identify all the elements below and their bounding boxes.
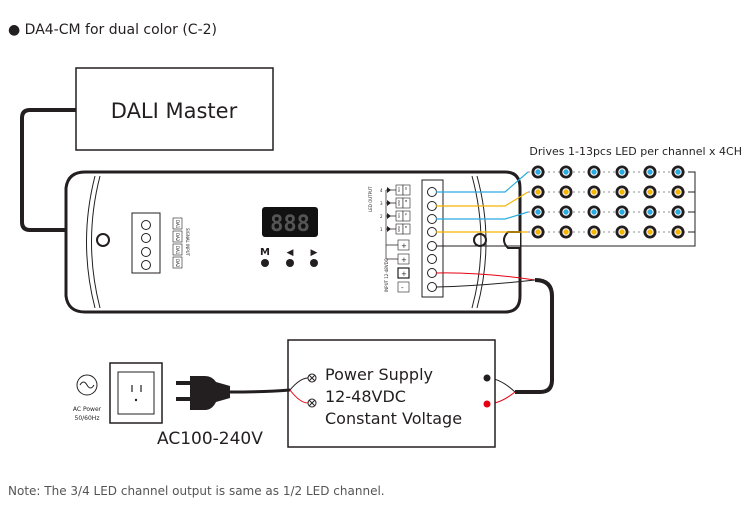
svg-text:W: W [404, 187, 408, 190]
signal-input-label: SIGNAL INPUT [185, 228, 190, 257]
led-lens [562, 188, 570, 196]
led-lens [618, 188, 626, 196]
button-label-right: ▶ [311, 248, 318, 258]
power-supply-line1: Power Supply [325, 365, 433, 384]
dali-bus-cable [20, 108, 80, 232]
dc-plus-terminal [483, 400, 491, 408]
svg-text:+: + [401, 256, 407, 264]
channel-number: 2 [380, 214, 383, 219]
wire-cw-2 [436, 211, 529, 220]
led-lens [534, 228, 542, 236]
svg-text:G: G [404, 213, 408, 216]
led-output-labels: LED OUTPUT 4 3 2 1 CW W WW B CW G WW R +… [368, 184, 411, 293]
led-lens [646, 188, 654, 196]
power-supply-line3: Constant Voltage [325, 409, 462, 428]
ac-voltage-label: AC100-240V [157, 429, 263, 449]
display-value: 888 [270, 212, 310, 237]
led-lens [646, 228, 654, 236]
m-button[interactable] [261, 259, 269, 267]
wire-input-minus [435, 279, 536, 288]
seven-segment-display [262, 207, 318, 237]
power-supply-box [287, 339, 496, 448]
dc-cable [515, 278, 554, 394]
led-lens [674, 228, 682, 236]
led-lens [590, 208, 598, 216]
led-lens [562, 208, 570, 216]
channel-number: 3 [380, 201, 383, 206]
button-label-left: ◀ [287, 248, 294, 258]
ac-frequency-label: 50/60Hz [75, 415, 100, 422]
led-lens [646, 168, 654, 176]
button-label-m: M [260, 247, 270, 258]
right-button[interactable] [310, 259, 318, 267]
led-lens [618, 208, 626, 216]
svg-text:CW: CW [397, 187, 401, 192]
channel-number: 1 [380, 227, 383, 232]
signal-terminal-label: DA1 [175, 246, 180, 255]
ac-terminal-icon [307, 373, 317, 408]
led-lens [534, 168, 542, 176]
mount-hole-left [96, 233, 110, 247]
svg-text:WW: WW [397, 226, 401, 232]
power-supply-line2: 12-48VDC [325, 387, 406, 406]
led-output-label: LED OUTPUT [368, 186, 373, 212]
wire-ww-1 [436, 191, 529, 207]
led-lens [618, 168, 626, 176]
led-lens [562, 228, 570, 236]
signal-terminal-label: DA1 [175, 220, 180, 229]
led-array-label: Drives 1-13pcs LED per channel x 4CH [529, 145, 742, 158]
led-lens [590, 168, 598, 176]
output-terminal-block [421, 179, 444, 298]
signal-terminal-label: DA2 [175, 233, 180, 242]
ac-sine-icon [76, 374, 98, 396]
led-lens [534, 208, 542, 216]
svg-text:+: + [401, 270, 407, 278]
dc-minus-terminal [483, 374, 491, 382]
led-lens [674, 188, 682, 196]
led-lens [646, 208, 654, 216]
left-button[interactable] [286, 259, 294, 267]
led-array [528, 165, 688, 239]
signal-terminal-block [131, 212, 161, 274]
wire-input-plus [435, 272, 536, 281]
note-text: Note: The 3/4 LED channel output is same… [8, 484, 385, 498]
svg-text:-: - [401, 284, 404, 292]
signal-terminal-label: DA2 [175, 259, 180, 268]
led-lens [674, 208, 682, 216]
svg-text:+: + [401, 242, 407, 250]
ac-cable [229, 388, 291, 394]
led-lens [618, 228, 626, 236]
svg-text:B: B [404, 200, 408, 202]
dali-master-label: DALI Master [111, 99, 238, 123]
led-lens [674, 168, 682, 176]
led-lens [590, 188, 598, 196]
ac-power-label: AC Power [73, 406, 102, 413]
channel-number: 4 [380, 188, 383, 193]
led-lens [534, 188, 542, 196]
dali-master-box [75, 67, 274, 151]
led-lens [562, 168, 570, 176]
svg-text:R: R [404, 226, 408, 228]
svg-text:WW: WW [397, 200, 401, 206]
ac-plug-icon [176, 376, 230, 410]
diagram-title: ● DA4-CM for dual color (C-2) [8, 22, 217, 38]
input-label: INPUT 12-48VDC [384, 258, 389, 292]
svg-text:CW: CW [397, 213, 401, 218]
led-lens [590, 228, 598, 236]
wire-cw-1 [436, 171, 529, 193]
wire-common-plus [436, 171, 696, 247]
